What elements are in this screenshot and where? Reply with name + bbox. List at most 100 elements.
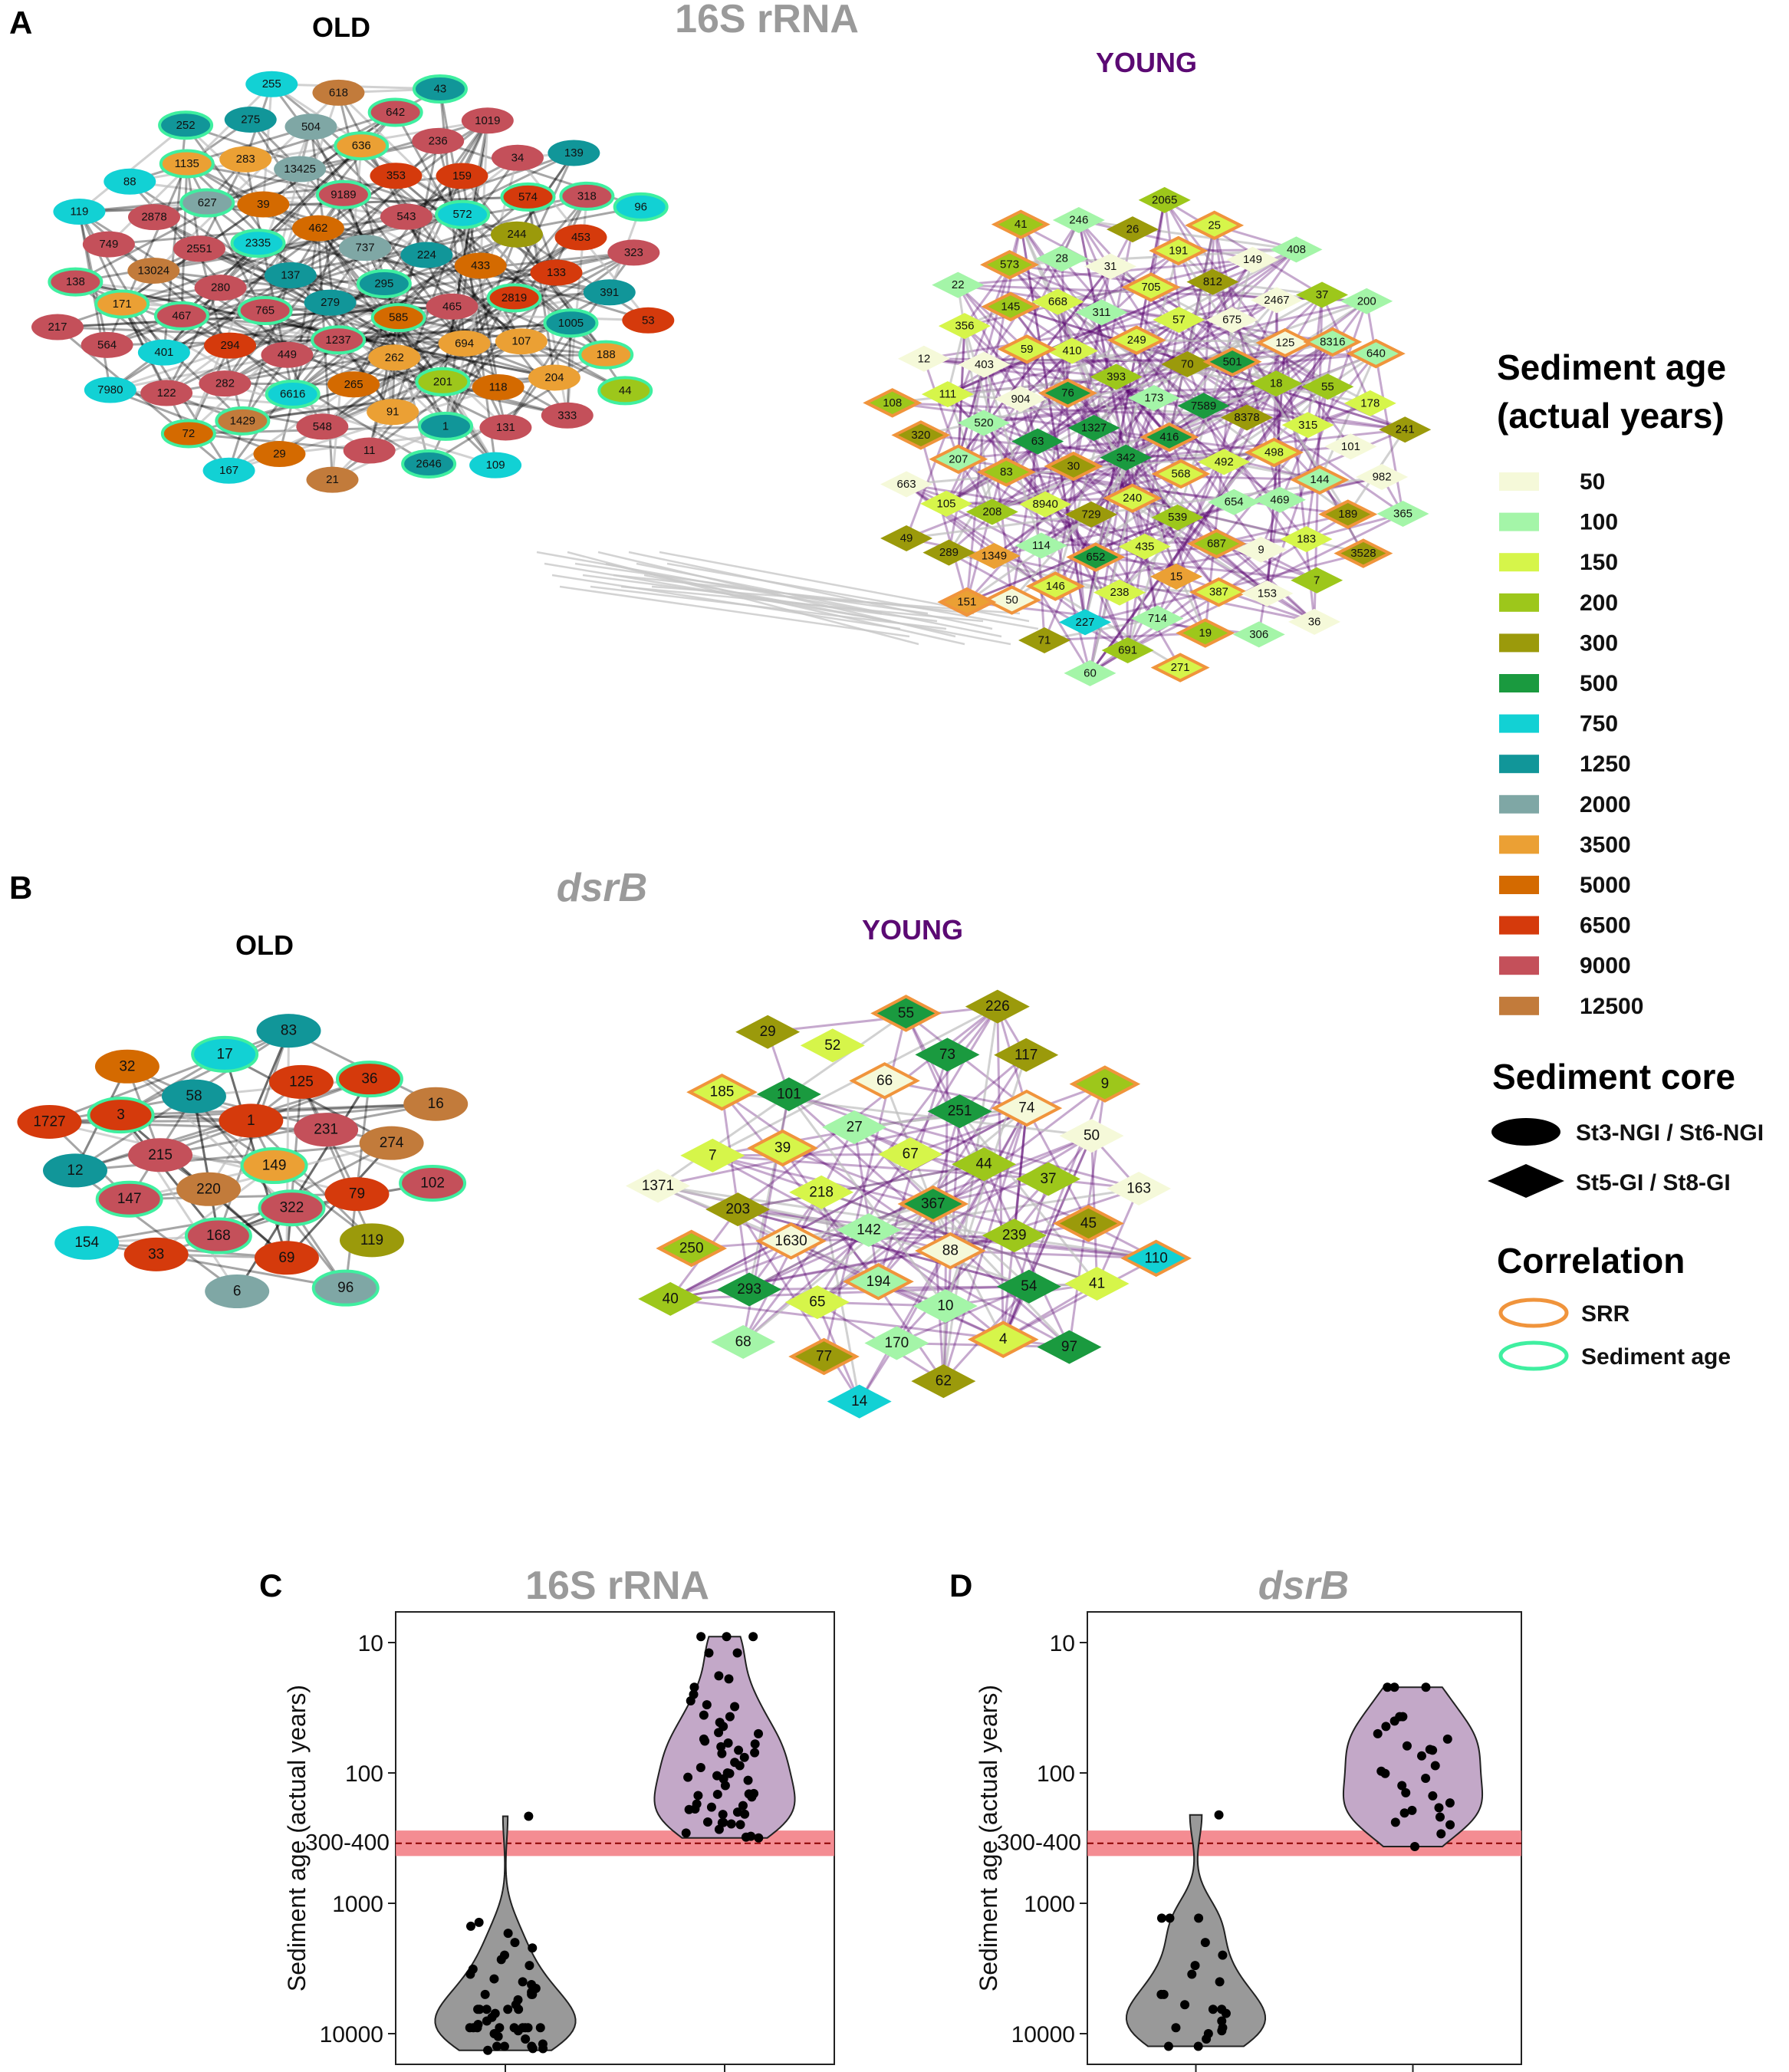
data-point: [465, 1969, 475, 1979]
network-node-label: 255: [262, 77, 281, 90]
network-node: [1090, 363, 1143, 390]
network-node-label: 8940: [1033, 498, 1058, 511]
network-edge: [1150, 286, 1278, 385]
network-node-label: 812: [1203, 275, 1222, 288]
network-node-label: 231: [314, 1122, 338, 1138]
threshold-label: 300-400: [305, 1830, 390, 1856]
network-node-label: 41: [1015, 218, 1028, 231]
data-point: [1421, 1682, 1431, 1692]
network-node-label: 465: [442, 300, 462, 313]
network-node: [17, 1104, 82, 1139]
network-node: [173, 235, 225, 262]
bridge-edge: [628, 551, 993, 630]
network-node-label: 167: [219, 464, 238, 477]
data-point: [1416, 1751, 1426, 1761]
network-node: [1118, 533, 1171, 560]
network-node-label: 11: [363, 444, 376, 457]
data-point: [1373, 1728, 1383, 1738]
network-node: [42, 1153, 107, 1188]
network-node: [1303, 327, 1363, 357]
network-node-label: 59: [1021, 343, 1034, 356]
data-point: [474, 1917, 484, 1927]
network-node: [1046, 337, 1099, 364]
network-node-label: 204: [544, 371, 564, 384]
network-edge: [224, 1053, 393, 1144]
network-node-label: 1371: [642, 1178, 674, 1194]
network-node: [1150, 653, 1210, 682]
network-node-label: 1429: [230, 414, 255, 427]
legend-age-1250: 1250: [1580, 752, 1631, 777]
network-node: [284, 113, 337, 140]
network-node: [583, 279, 636, 306]
network-edge: [1002, 1257, 1157, 1341]
network-node: [370, 163, 423, 189]
network-edge: [368, 317, 400, 451]
network-node: [1187, 528, 1246, 559]
network-node-label: 168: [206, 1228, 231, 1244]
network-node-label: 203: [725, 1202, 750, 1218]
network-node-label: 131: [496, 421, 515, 434]
network-node-label: 215: [148, 1147, 173, 1163]
network-node-label: 265: [344, 378, 363, 391]
data-point: [1402, 1741, 1412, 1751]
data-point: [1218, 1950, 1228, 1960]
network-node: [153, 301, 209, 331]
network-node-label: 9: [1258, 543, 1264, 556]
network-edge: [1054, 248, 1297, 587]
network-node-label: 333: [557, 409, 577, 422]
network-node-label: 663: [897, 478, 916, 491]
network-edge: [982, 1163, 1070, 1348]
network-node: [915, 1038, 980, 1072]
network-node-label: 63: [1031, 435, 1044, 448]
network-edge: [1168, 436, 1218, 544]
data-point: [1214, 1810, 1224, 1820]
network-node-label: 687: [1207, 537, 1226, 550]
data-point: [510, 1938, 520, 1948]
network-edge: [78, 124, 187, 213]
network-node-label: 30: [1067, 460, 1080, 473]
network-node-label: 54: [1021, 1278, 1038, 1294]
network-node-label: 568: [1171, 468, 1190, 481]
network-node: [335, 1061, 403, 1098]
network-node: [996, 1269, 1061, 1304]
panel-a-title: 16S rRNA: [675, 0, 859, 41]
legend-swatch-100: [1499, 512, 1539, 531]
network-node-label: 137: [281, 269, 300, 282]
data-point: [750, 1739, 760, 1749]
bridge-edge: [620, 585, 984, 623]
network-node: [980, 249, 1040, 280]
network-edge: [479, 120, 489, 266]
legend-age-200: 200: [1580, 590, 1618, 616]
network-node-label: 306: [1249, 628, 1268, 641]
network-node-label: 71: [1038, 634, 1051, 647]
network-node-label: 453: [571, 231, 590, 244]
network-edge: [78, 211, 123, 305]
network-edge: [1095, 556, 1317, 582]
data-point: [722, 1632, 732, 1642]
network-node: [306, 466, 359, 493]
network-node: [994, 1038, 1059, 1072]
legend-diamond-shape: [1488, 1164, 1564, 1198]
network-node: [237, 296, 293, 326]
data-point: [735, 1820, 745, 1830]
legend-swatch-5000: [1499, 876, 1539, 894]
network-node: [870, 995, 942, 1032]
legend-core-ellipse-label: St3-NGI / St6-NGI: [1576, 1120, 1764, 1146]
network-edge: [906, 537, 1315, 623]
network-node-label: 318: [577, 189, 597, 202]
network-node-label: 618: [329, 86, 348, 99]
legend-swatch-50: [1499, 472, 1539, 491]
network-node: [199, 370, 252, 397]
data-point: [718, 1810, 728, 1820]
network-node: [952, 1147, 1017, 1182]
network-node: [367, 399, 419, 426]
network-node: [705, 1192, 771, 1227]
network-edge: [291, 196, 529, 396]
network-node: [87, 1097, 155, 1134]
network-edge: [1037, 363, 1188, 442]
network-node-label: 107: [511, 335, 531, 348]
network-edge: [1126, 342, 1287, 651]
network-node: [937, 587, 997, 617]
network-node: [1059, 1119, 1124, 1153]
network-node: [479, 414, 532, 441]
